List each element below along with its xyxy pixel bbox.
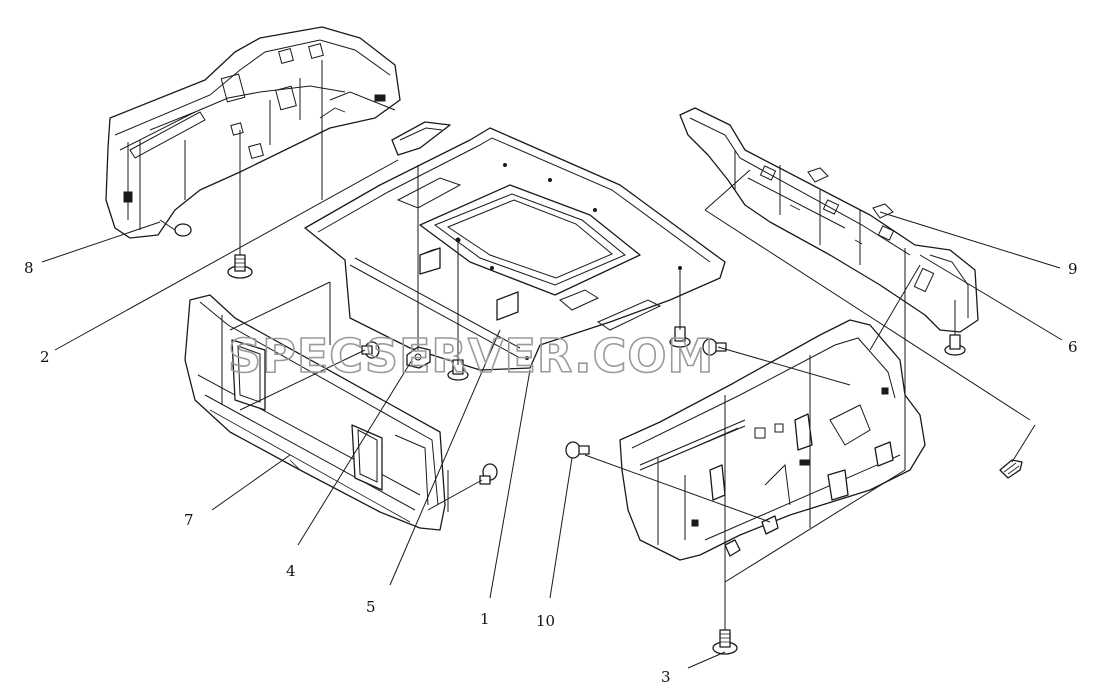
callout-3: 3 xyxy=(661,668,671,686)
part-8-rear-side-trim-upper-left xyxy=(105,26,401,239)
screw-part-8 xyxy=(159,219,192,237)
callout-5: 5 xyxy=(366,598,376,616)
clip-part-3 xyxy=(712,629,738,655)
part-7-side-trim-lower-left xyxy=(184,294,446,531)
clip-part-6 xyxy=(944,334,966,356)
callout-4: 4 xyxy=(286,562,296,580)
callout-labels: 8 2 7 4 5 1 10 3 6 9 xyxy=(24,259,1078,686)
callout-7: 7 xyxy=(184,511,194,529)
screw-part-7-lower xyxy=(479,463,498,485)
screw-right-panel-upper xyxy=(702,338,727,356)
part-6-rear-trim-right xyxy=(679,107,979,333)
callout-10: 10 xyxy=(536,612,555,630)
part-rear-side-trim-lower-right xyxy=(619,319,926,561)
callout-8: 8 xyxy=(24,259,34,277)
leader-lines xyxy=(41,60,1063,669)
clip-part-5-right xyxy=(669,326,691,348)
callout-9: 9 xyxy=(1068,260,1078,278)
screw-part-10 xyxy=(565,441,590,459)
part-1-headliner-panel xyxy=(304,121,726,371)
clip-part-2 xyxy=(227,254,253,279)
callout-1: 1 xyxy=(480,610,490,628)
clip-part-5-left xyxy=(447,359,469,381)
screw-part-9 xyxy=(999,459,1023,479)
callout-6: 6 xyxy=(1068,338,1078,356)
watermark: SPECSERVER.COM xyxy=(228,329,714,383)
callout-2: 2 xyxy=(40,348,50,366)
